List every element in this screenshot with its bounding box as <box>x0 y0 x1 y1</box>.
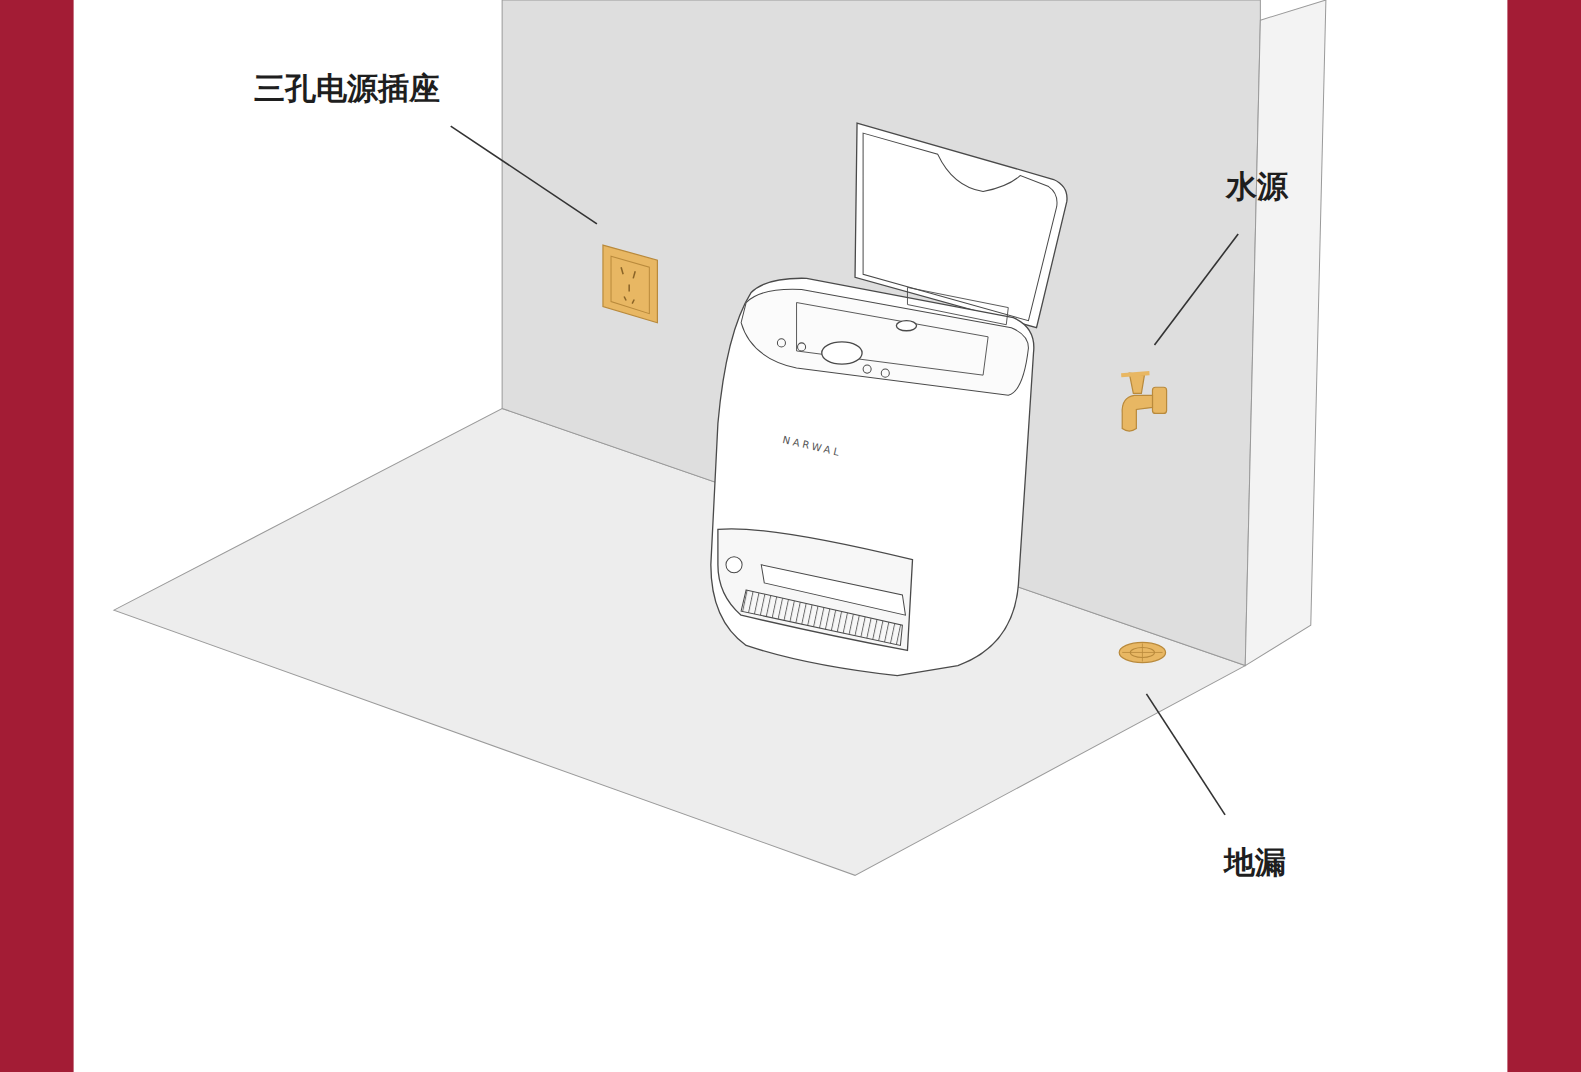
water-label: 水源 <box>1226 169 1288 203</box>
drain-label: 地漏 <box>1224 845 1286 879</box>
base-station <box>711 123 1067 676</box>
leader-line <box>451 126 1238 815</box>
side-bar <box>1507 0 1581 1072</box>
socket-label: 三孔电源插座 <box>254 71 440 105</box>
side-wall <box>1245 0 1326 666</box>
floor-drain <box>1119 642 1165 662</box>
water-tap <box>1121 373 1166 431</box>
back-wall <box>502 0 1260 666</box>
power-socket <box>603 245 657 323</box>
side-bar <box>0 0 74 1072</box>
